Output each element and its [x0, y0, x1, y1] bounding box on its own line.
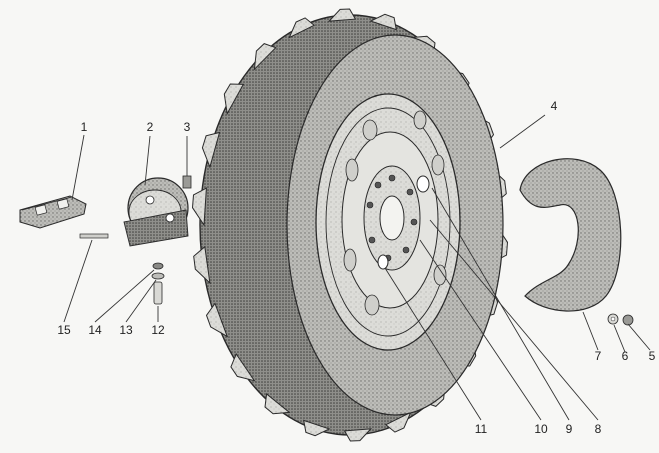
wheel-rim [315, 93, 461, 351]
callout-7: 7 [594, 349, 602, 363]
callout-9: 9 [565, 422, 573, 436]
part-7-inner-weight [519, 158, 622, 312]
callout-3: 3 [183, 120, 191, 134]
callout-12: 12 [151, 323, 165, 337]
part-6-washer [607, 313, 619, 325]
part-12-pin [153, 281, 163, 305]
tread-lug [327, 8, 357, 22]
callout-15: 15 [57, 323, 71, 337]
tread-lug [253, 43, 277, 71]
leader-lines [63, 114, 651, 421]
callout-2: 2 [146, 120, 154, 134]
tread-lug [303, 419, 331, 437]
part-1-weight [19, 195, 87, 229]
tread-lug [288, 17, 316, 39]
callout-4: 4 [550, 99, 558, 113]
callout-14: 14 [88, 323, 102, 337]
tread-lug [230, 352, 256, 382]
tread-lug [205, 302, 229, 338]
part-15-rod [79, 233, 109, 239]
part-3-bolt [182, 175, 192, 189]
callout-5: 5 [648, 349, 656, 363]
callout-10: 10 [534, 422, 548, 436]
callout-13: 13 [119, 323, 133, 337]
part-5-nut [622, 314, 634, 326]
callout-1: 1 [80, 120, 88, 134]
part-2-hub-plate [123, 177, 189, 247]
tread-lug [193, 245, 211, 285]
tread-lug [191, 187, 207, 227]
tread-lug [369, 13, 397, 31]
tread-lug [223, 83, 245, 116]
tread-lug [264, 393, 291, 415]
callout-6: 6 [621, 349, 629, 363]
part-14-nut [152, 262, 164, 270]
callout-11: 11 [474, 422, 488, 436]
rim-slots [343, 110, 447, 316]
tread-lug [201, 131, 221, 169]
tread-lug [384, 411, 412, 433]
callout-8: 8 [594, 422, 602, 436]
tread-lug [343, 428, 373, 442]
part-13-washer [151, 272, 165, 280]
